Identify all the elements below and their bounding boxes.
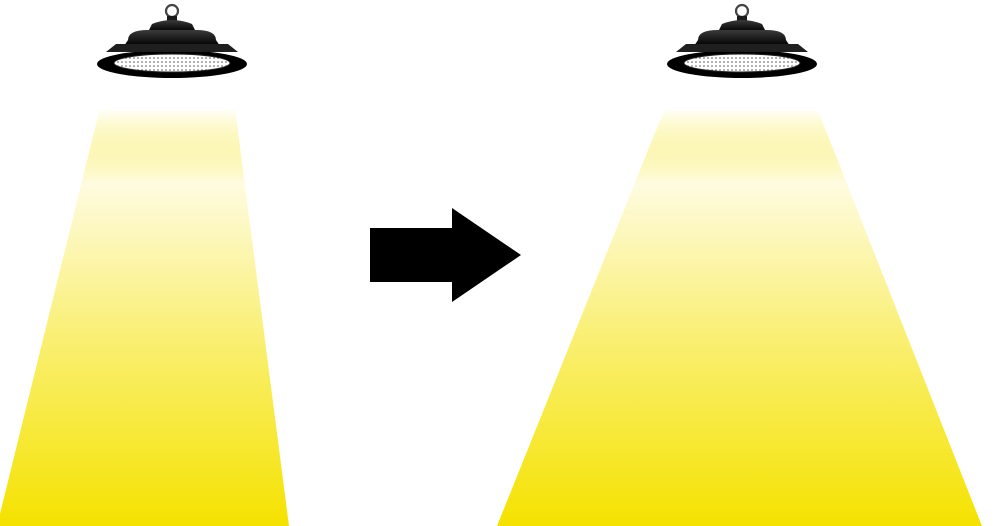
- arrow-right-icon: [370, 208, 521, 302]
- high-bay-lamp-icon: [667, 3, 817, 78]
- high-bay-lamp-icon: [97, 3, 247, 78]
- narrow-light-beam: [0, 108, 289, 526]
- wide-light-beam: [497, 108, 982, 526]
